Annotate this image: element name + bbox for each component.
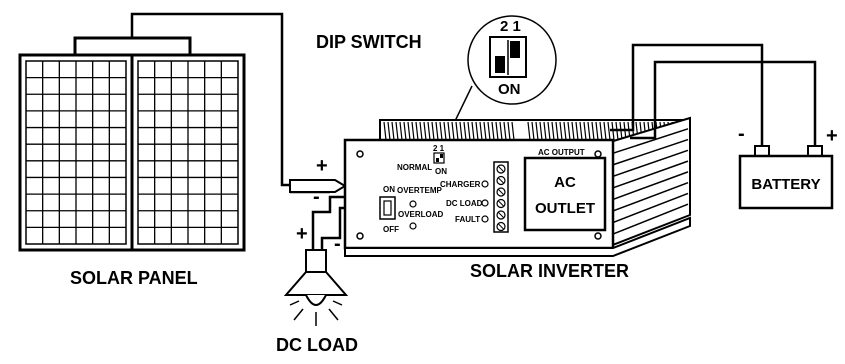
dip-switch-callout: 2 1 ON [440, 15, 557, 151]
inverter-base [344, 216, 691, 257]
ac-output-label: AC OUTPUT [538, 148, 585, 157]
overload-led [409, 222, 417, 230]
dip-switch-numbers: 2 1 [500, 18, 521, 35]
panel-plug [289, 179, 347, 193]
ac-outlet-line2: OUTLET [535, 200, 595, 217]
battery-minus-sign: - [738, 123, 745, 145]
panel-minus-sign: - [313, 186, 320, 208]
dc-load-negative-wire [320, 206, 345, 250]
load-minus-sign: - [334, 233, 341, 255]
dc-load-lamp [283, 249, 349, 326]
dc-load-positive-wire [311, 195, 345, 250]
mini-dip-numbers: 2 1 [433, 144, 445, 153]
dc-load-indicator-label: DC LOAD [446, 199, 483, 208]
terminal-screws [496, 164, 506, 232]
dip-switch-2-lever [495, 56, 505, 73]
load-plus-sign: + [296, 223, 308, 245]
dip-switch-title: DIP SWITCH [316, 32, 422, 52]
solar-panel-grid [26, 61, 238, 244]
battery-negative-wire [630, 60, 817, 148]
solar-inverter: 2 1 ON NORMAL OVERTEMP OVERLOAD ON OFF C… [343, 116, 691, 257]
charger-led [481, 180, 489, 188]
solar-inverter-caption: SOLAR INVERTER [470, 261, 629, 281]
fault-label: FAULT [455, 215, 480, 224]
solar-panel [18, 36, 246, 252]
battery-plus-sign: + [826, 125, 838, 147]
inverter-side-fins [611, 128, 689, 236]
battery-label: BATTERY [751, 176, 820, 193]
overload-label: OVERLOAD [398, 210, 444, 219]
dc-load-led [481, 199, 489, 207]
panel-plus-sign: + [316, 155, 328, 177]
power-switch-off-label: OFF [383, 225, 399, 234]
dc-load-caption: DC LOAD [276, 335, 358, 355]
battery: BATTERY [738, 145, 834, 210]
ac-outlet-line1: AC [554, 174, 576, 191]
solar-panel-caption: SOLAR PANEL [70, 268, 198, 288]
power-switch-on-label: ON [383, 185, 395, 194]
overtemp-label: OVERTEMP [397, 186, 443, 195]
overtemp-led [409, 200, 417, 208]
fault-led [481, 215, 489, 223]
normal-label: NORMAL [397, 163, 432, 172]
dip-switch-1-lever [510, 41, 520, 58]
mini-dip-on: ON [435, 167, 447, 176]
ac-outlet[interactable] [523, 156, 607, 232]
charger-label: CHARGER [440, 180, 481, 189]
dip-switch-on-label: ON [498, 81, 521, 98]
panel-connector [73, 36, 192, 55]
battery-positive-wire [610, 43, 764, 148]
